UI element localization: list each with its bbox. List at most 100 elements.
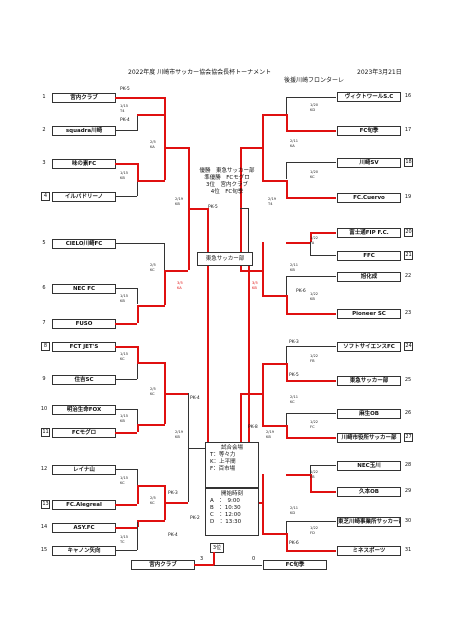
pk-label: PK-4	[120, 118, 130, 123]
bracket-line	[137, 424, 165, 426]
left-team-number: 7	[42, 320, 46, 326]
left-team-number: 13	[41, 500, 50, 509]
bracket-line	[262, 180, 286, 182]
bracket-line	[137, 485, 165, 487]
left-team-number: 6	[42, 285, 46, 291]
bracket-line	[262, 114, 264, 180]
match-label: KB	[175, 202, 180, 206]
match-label: KD	[310, 108, 316, 112]
match-label: 1/15	[120, 414, 129, 418]
bracket-line	[286, 550, 336, 552]
left-team-number: 3	[42, 160, 46, 166]
match-label: KA	[177, 286, 182, 290]
left-team-name: FC.Alegreal	[52, 500, 116, 510]
match-label: 2/5	[150, 263, 156, 267]
bracket-line	[137, 520, 138, 550]
bracket-line	[164, 147, 188, 149]
bracket-line	[286, 474, 310, 476]
right-team-name: 久本OB	[337, 487, 401, 497]
pk-label: PK-5	[208, 205, 218, 210]
left-team-number: 14	[40, 524, 48, 530]
bracket-line	[286, 521, 287, 533]
bracket-line	[262, 363, 286, 365]
bracket-line	[137, 469, 138, 485]
tournament-title: 2022年度 川崎市サッカー協会協会長杯トーナメント	[128, 69, 272, 76]
match-label: KD	[290, 511, 296, 515]
match-label: KA	[290, 144, 295, 148]
bracket-line	[286, 162, 287, 179]
bracket-line	[164, 270, 188, 272]
bracket-line	[286, 425, 288, 437]
left-team-name: レイナ山	[52, 465, 116, 475]
bracket-line	[286, 437, 336, 439]
match-label: FB	[310, 359, 315, 363]
right-team-name: NEC玉川	[337, 461, 401, 471]
bracket-line	[115, 130, 137, 131]
left-team-number: 15	[40, 547, 48, 553]
match-label: 2/5	[150, 387, 156, 391]
match-label: FD	[310, 531, 315, 535]
bracket-line	[115, 323, 137, 325]
right-team-number: 26	[404, 410, 412, 416]
match-label: KC	[120, 481, 125, 485]
third-place-line-win	[194, 564, 214, 566]
third-place-right-score: 0	[252, 556, 256, 562]
bracket-line	[188, 393, 189, 502]
bracket-line	[262, 295, 286, 297]
bracket-line	[286, 97, 287, 114]
bracket-line	[115, 97, 165, 99]
match-label: 1/15	[120, 104, 129, 108]
bracket-line	[115, 346, 137, 348]
left-team-name: 宮内クラブ	[52, 93, 116, 103]
match-label: 1/22	[310, 470, 319, 474]
third-place-left-team: 宮内クラブ	[131, 560, 195, 570]
date-text: 2023年3月21日	[357, 69, 402, 76]
right-team-number: 30	[404, 518, 412, 524]
right-team-name: 富士通FIP F.C.	[337, 228, 401, 238]
match-label: 2/11	[290, 139, 299, 143]
match-label: 2/11	[290, 263, 299, 267]
bracket-line	[286, 162, 336, 163]
right-team-number: 27	[404, 433, 413, 442]
third-place-left-score: 3	[200, 556, 204, 562]
match-label: KB	[120, 176, 125, 180]
match-label: KC	[290, 400, 295, 404]
bracket-line	[137, 163, 139, 180]
match-label: KC	[150, 501, 155, 505]
time-line: C ：12:00	[210, 512, 241, 518]
bracket-line	[310, 242, 311, 255]
left-team-name: squadra川崎	[52, 126, 116, 136]
match-label: KB	[266, 435, 271, 439]
bracket-line	[286, 180, 288, 197]
venue-title: 試合会場	[220, 445, 243, 451]
match-label: 2/19	[266, 430, 275, 434]
time-line: B ：10:30	[210, 505, 241, 511]
match-label: TC	[120, 540, 125, 544]
champion-text: 優勝 東急サッカー部	[199, 168, 255, 174]
bracket-line	[286, 346, 336, 347]
left-team-number: 5	[42, 240, 46, 246]
left-team-number: 11	[41, 428, 50, 437]
left-team-name: FCモグロ	[52, 428, 116, 438]
match-label: 1/22	[310, 420, 319, 424]
right-team-number: 29	[404, 488, 412, 494]
left-team-name: 明治生命FOX	[52, 405, 116, 415]
match-label: KB	[175, 435, 180, 439]
match-label: FC	[310, 425, 315, 429]
bracket-line	[115, 163, 137, 165]
bracket-line	[164, 502, 188, 504]
left-team-name: イルバドリーノ	[52, 192, 116, 202]
bracket-line	[286, 521, 336, 522]
pk-label: PK-2	[190, 516, 200, 521]
bracket-line	[286, 295, 288, 313]
match-label: 1/15	[120, 535, 129, 539]
bracket-line	[164, 393, 188, 395]
bracket-line	[286, 363, 288, 380]
left-team-number: 12	[40, 466, 48, 472]
bracket-line	[164, 97, 166, 114]
match-label: 1/20	[310, 103, 319, 107]
right-team-name: FFC	[337, 251, 401, 261]
time-box: 開始時刻 A ： 9:00 B ：10:30 C ：12:00 D ：13:30	[205, 488, 259, 536]
right-team-name: FC.Cuervo	[337, 193, 401, 203]
bracket-line	[240, 208, 248, 209]
